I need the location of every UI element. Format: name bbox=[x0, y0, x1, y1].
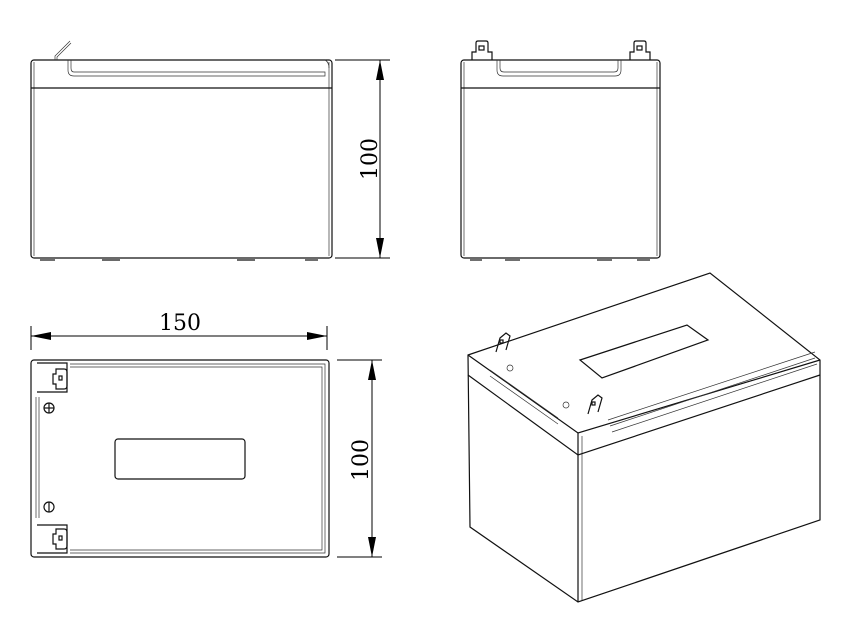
negative-icon bbox=[43, 501, 55, 513]
side-view bbox=[460, 40, 661, 261]
terminal-icon bbox=[37, 524, 68, 554]
front-height-label: 100 bbox=[358, 138, 383, 180]
terminal-icon bbox=[471, 40, 493, 60]
terminal-icon bbox=[587, 394, 603, 415]
terminal-icon bbox=[37, 362, 68, 393]
top-view bbox=[30, 359, 330, 558]
terminal-icon bbox=[629, 40, 651, 60]
front-height-dimension: 100 bbox=[335, 59, 390, 259]
depth-label: 100 bbox=[349, 439, 374, 481]
width-dimension: 150 bbox=[30, 311, 328, 350]
isometric-view bbox=[467, 272, 821, 603]
width-label: 150 bbox=[159, 311, 201, 336]
wire bbox=[54, 40, 72, 60]
positive-icon bbox=[43, 402, 55, 414]
terminal-icon bbox=[495, 332, 511, 353]
front-view bbox=[30, 40, 333, 261]
top-depth-dimension: 100 bbox=[337, 359, 382, 558]
